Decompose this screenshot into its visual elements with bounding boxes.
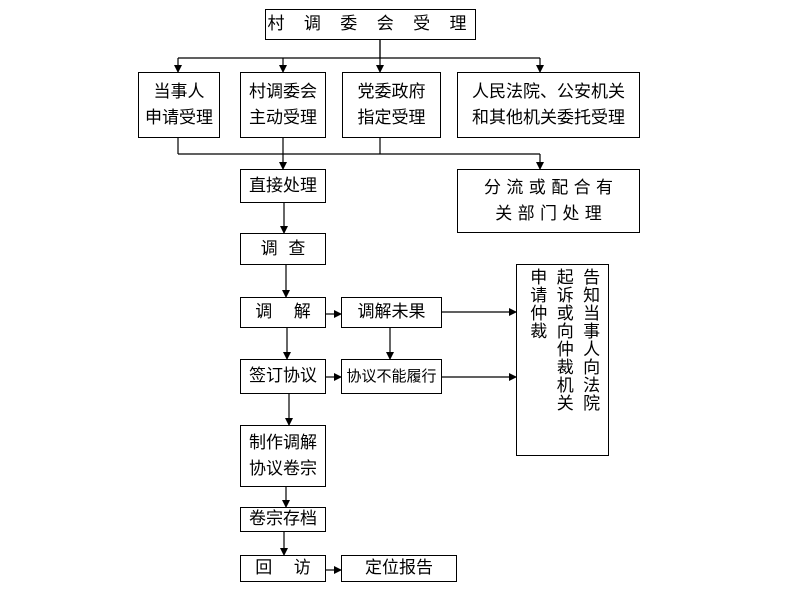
node-mediate: 调 解 — [240, 297, 326, 328]
node-mediate-fail: 调解未果 — [341, 297, 442, 328]
node-sign-label: 签订协议 — [249, 366, 317, 387]
node-mediate-label: 调 解 — [255, 302, 311, 323]
node-investigate-label: 调 查 — [260, 238, 306, 259]
outcome-sue: 起诉或向仲裁机关 — [552, 268, 573, 412]
node-report-label: 定位报告 — [365, 558, 433, 579]
node-party-line1: 当事人 — [153, 81, 205, 102]
node-sign: 签订协议 — [240, 359, 326, 394]
node-revisit: 回 访 — [240, 555, 326, 582]
node-archive-label: 卷宗存档 — [249, 509, 317, 530]
node-direct-label: 直接处理 — [249, 175, 317, 196]
node-root-label: 村 调 委 会 受 理 — [267, 14, 474, 35]
node-court-line1: 人民法院、公安机关 — [472, 81, 625, 102]
node-gov-assigned: 党委政府 指定受理 — [342, 72, 441, 138]
node-report: 定位报告 — [341, 555, 457, 582]
node-revisit-label: 回 访 — [255, 558, 311, 579]
node-direct: 直接处理 — [240, 169, 326, 203]
node-archive: 卷宗存档 — [240, 507, 326, 532]
node-root: 村 调 委 会 受 理 — [265, 9, 476, 40]
outcome-inform-court: 告知当事人向法院 — [579, 268, 600, 412]
node-file: 制作调解 协议卷宗 — [240, 425, 326, 487]
node-mediate-fail-label: 调解未果 — [357, 302, 426, 323]
node-court-line2: 和其他机关委托受理 — [472, 108, 625, 128]
node-court-entrusted: 人民法院、公安机关 和其他机关委托受理 — [457, 72, 640, 138]
node-village-line1: 村调委会 — [249, 81, 317, 102]
node-file-line1: 制作调解 — [249, 432, 317, 453]
node-party-apply: 当事人 申请受理 — [138, 72, 220, 138]
node-not-fulfilled: 协议不能履行 — [341, 359, 442, 394]
node-outcomes: 申请仲裁 起诉或向仲裁机关 告知当事人向法院 — [516, 264, 609, 456]
node-transfer-line1: 分 流 或 配 合 有 — [483, 177, 614, 198]
node-not-fulfilled-label: 协议不能履行 — [346, 366, 437, 385]
node-file-line2: 协议卷宗 — [249, 459, 317, 479]
node-village-line2: 主动受理 — [249, 108, 317, 128]
node-gov-line1: 党委政府 — [357, 81, 426, 102]
node-village-initiative: 村调委会 主动受理 — [240, 72, 326, 138]
node-transfer-line2: 关 部 门 处 理 — [495, 204, 602, 224]
outcome-arbitration: 申请仲裁 — [526, 268, 547, 340]
node-transfer: 分 流 或 配 合 有 关 部 门 处 理 — [457, 169, 640, 233]
node-gov-line2: 指定受理 — [357, 108, 426, 128]
node-investigate: 调 查 — [240, 233, 326, 265]
node-party-line2: 申请受理 — [145, 108, 213, 128]
